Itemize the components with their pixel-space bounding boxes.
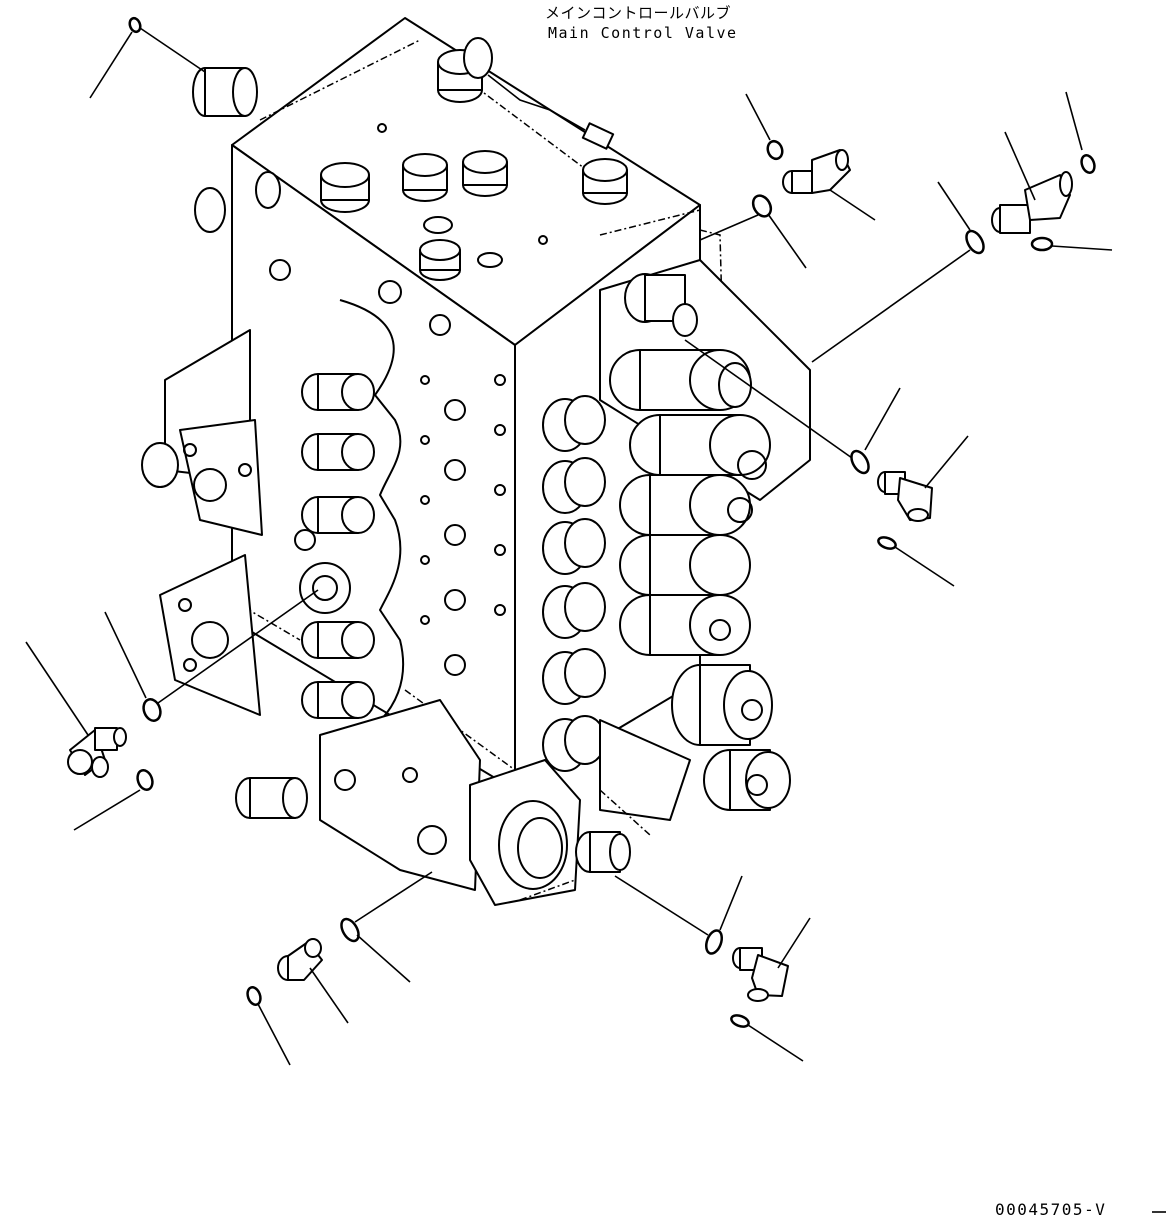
assembly-line bbox=[614, 875, 709, 936]
leader-line bbox=[745, 93, 771, 141]
plug-cap bbox=[582, 158, 628, 205]
sensor-connector bbox=[463, 37, 615, 150]
elbow-fitting bbox=[782, 149, 851, 194]
leader-line bbox=[309, 967, 349, 1024]
left-spool-section bbox=[141, 67, 281, 716]
assembly-line bbox=[684, 339, 853, 459]
o-ring bbox=[128, 16, 142, 34]
leader-line bbox=[894, 546, 955, 587]
elbow-fitting bbox=[67, 727, 127, 778]
top-plugs bbox=[320, 49, 628, 281]
o-ring bbox=[136, 769, 154, 791]
leader-line bbox=[1004, 131, 1036, 201]
leader-line bbox=[767, 213, 807, 269]
plug-cap bbox=[320, 162, 370, 213]
plug-cap bbox=[419, 239, 461, 281]
elbow-fitting bbox=[991, 171, 1073, 234]
leader-line bbox=[257, 1003, 291, 1066]
leader-line bbox=[777, 917, 811, 969]
assembly-line bbox=[811, 249, 971, 363]
leader-line bbox=[924, 435, 969, 489]
leader-line bbox=[829, 189, 876, 221]
o-ring bbox=[730, 1014, 750, 1028]
leader-line bbox=[719, 875, 743, 931]
assembly-line bbox=[157, 589, 319, 704]
o-ring bbox=[340, 917, 360, 943]
o-ring bbox=[877, 536, 897, 550]
assembly-line bbox=[354, 871, 433, 923]
leader-line bbox=[25, 641, 89, 736]
leader-line bbox=[73, 789, 141, 831]
o-ring bbox=[142, 698, 162, 722]
leader-line bbox=[356, 934, 411, 983]
straight-fitting bbox=[277, 938, 323, 981]
leader-line bbox=[864, 387, 901, 451]
o-ring bbox=[850, 449, 870, 475]
plug-cap bbox=[402, 153, 448, 202]
leader-line bbox=[89, 31, 133, 99]
drawing-number: 00045705-V bbox=[995, 1200, 1107, 1219]
assembly-line bbox=[139, 27, 206, 73]
elbow-fitting bbox=[732, 947, 789, 1002]
o-ring bbox=[704, 929, 724, 955]
o-ring bbox=[1030, 236, 1054, 252]
bottom-section bbox=[235, 699, 691, 906]
leader-line bbox=[937, 181, 971, 231]
port-holes bbox=[269, 259, 506, 676]
o-ring bbox=[965, 229, 985, 255]
leader-line bbox=[1051, 245, 1113, 251]
right-face-plugs bbox=[542, 395, 606, 772]
o-ring bbox=[766, 139, 784, 161]
diagram-title-english: Main Control Valve bbox=[548, 24, 738, 42]
plug-cap bbox=[462, 150, 508, 197]
diagram-title-japanese: メインコントロールバルブ bbox=[545, 4, 732, 22]
o-ring bbox=[751, 194, 773, 218]
o-ring bbox=[1080, 154, 1096, 174]
front-spool-caps bbox=[299, 299, 405, 731]
leader-line bbox=[1065, 91, 1083, 151]
right-spool-housings bbox=[599, 259, 811, 811]
leader-line bbox=[747, 1024, 804, 1062]
leader-line bbox=[104, 611, 147, 699]
assembly-line bbox=[699, 214, 759, 241]
o-ring bbox=[246, 986, 262, 1006]
elbow-fitting bbox=[877, 471, 933, 522]
